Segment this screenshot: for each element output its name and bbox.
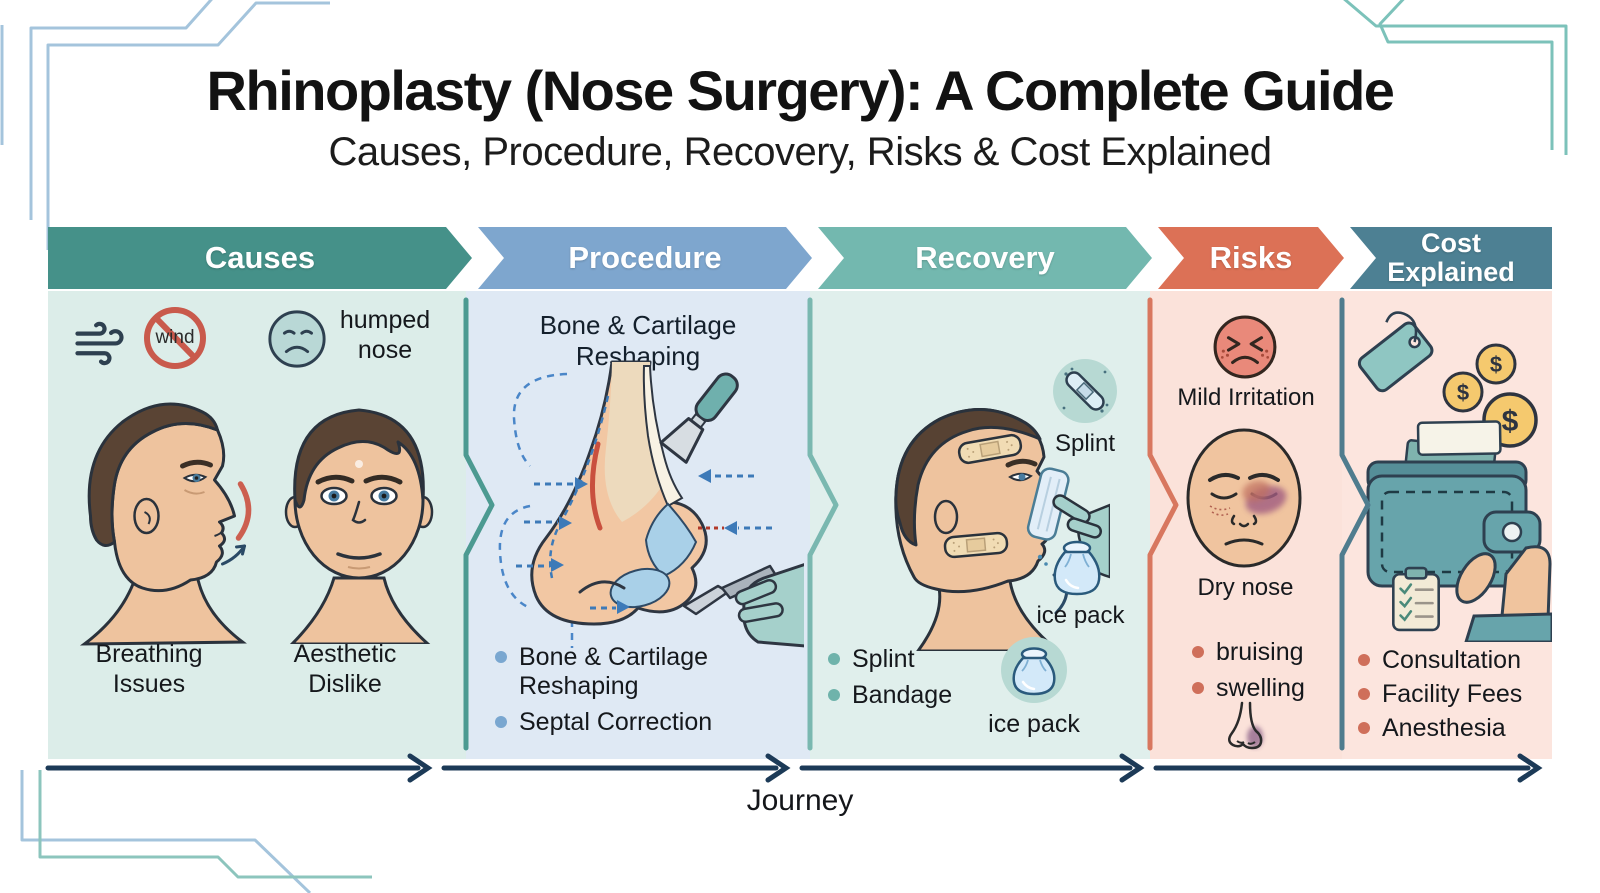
profile-face-illustration [79, 402, 252, 646]
bruised-nose-icon [1228, 701, 1263, 750]
cost-item-3: Anesthesia [1382, 714, 1506, 742]
humped-nose-label: humped nose [339, 306, 431, 364]
cause-aesthetic-label: Aesthetic Dislike [293, 640, 397, 698]
risks-item-1: bruising [1216, 638, 1304, 666]
bullet-dot [1192, 646, 1204, 658]
recovery-bullet-list: Splint Bandage [828, 645, 1008, 710]
price-tag-icon [1357, 311, 1434, 393]
scalpel-hand-icon [682, 563, 804, 648]
irritated-face-icon [1213, 315, 1277, 379]
recovery-patient-illustration [894, 408, 1110, 651]
ice-pack-label-2: ice pack [988, 710, 1080, 738]
bullet-dot [1358, 722, 1370, 734]
bullet-dot [1358, 654, 1370, 666]
coin-dollar-glyph: $ [1457, 380, 1469, 405]
procedure-item-2: Septal Correction [519, 708, 713, 736]
tab-procedure: Procedure [478, 227, 812, 289]
hand-icon [1455, 545, 1552, 642]
list-item: Bandage [828, 681, 1008, 710]
bruised-face-illustration [1186, 428, 1302, 568]
cost-bullet-list: Consultation Facility Fees Anesthesia [1358, 646, 1548, 743]
sad-face-icon [268, 310, 326, 368]
risks-bullet-list: bruising swelling [1192, 638, 1332, 703]
bullet-dot [495, 651, 507, 663]
cost-item-1: Consultation [1382, 646, 1521, 674]
list-item: Splint [828, 645, 1008, 674]
list-item: swelling [1192, 674, 1332, 703]
ice-pack-icon [1053, 540, 1101, 596]
journey-label: Journey [746, 784, 854, 817]
nose-cross-section-illustration [498, 360, 804, 648]
mild-irritation-label: Mild Irritation [1177, 384, 1315, 411]
risks-item-2: swelling [1216, 674, 1305, 702]
coin-dollar-glyph: $ [1490, 352, 1502, 377]
procedure-bullet-list: Bone & Cartilage Reshaping Septal Correc… [495, 643, 755, 737]
recovery-item-2: Bandage [852, 681, 953, 709]
journey-timeline [45, 753, 1543, 783]
splint-label: Splint [1054, 430, 1116, 457]
recovery-item-1: Splint [852, 645, 915, 673]
ice-pack-badge-icon [1001, 637, 1067, 703]
tab-risks: Risks [1158, 227, 1344, 289]
list-item: Anesthesia [1358, 714, 1548, 743]
list-item: Facility Fees [1358, 680, 1548, 709]
list-item: bruising [1192, 638, 1332, 667]
bullet-dot [828, 689, 840, 701]
checklist-clipboard-icon [1392, 566, 1440, 632]
wind-sign-text: wind [155, 327, 195, 348]
front-face-illustration [284, 408, 434, 644]
tab-causes-label: Causes [204, 240, 316, 275]
nose-highlight-arc [235, 481, 252, 541]
bandage-icon [957, 433, 1023, 465]
wallet-with-cash-icon [1366, 420, 1552, 642]
bullet-dot [495, 716, 507, 728]
splint-bandage-badge-icon [1053, 359, 1117, 423]
cause-breathing-label: Breathing Issues [95, 640, 203, 698]
bullet-dot [828, 653, 840, 665]
tab-cost-label: Cost Explained [1387, 227, 1515, 287]
list-item: Bone & Cartilage Reshaping [495, 643, 755, 701]
procedure-item-1: Bone & Cartilage Reshaping [519, 643, 709, 700]
cost-item-2: Facility Fees [1382, 680, 1523, 708]
tab-cost-explained: Cost Explained [1350, 227, 1552, 289]
procedure-diagram-title: Bone & Cartilage Reshaping [539, 310, 737, 372]
tab-recovery-label: Recovery [915, 240, 1055, 275]
no-wind-prohibition-icon [144, 307, 206, 369]
bandage-icon [943, 531, 1009, 559]
ice-pack-label: ice pack [1036, 602, 1125, 629]
page-subtitle: Causes, Procedure, Recovery, Risks & Cos… [328, 130, 1272, 174]
chisel-icon [659, 372, 739, 464]
page-title: Rhinoplasty (Nose Surgery): A Complete G… [206, 59, 1395, 122]
bullet-dot [1358, 688, 1370, 700]
list-item: Consultation [1358, 646, 1548, 675]
list-item: Septal Correction [495, 708, 755, 737]
tab-risks-label: Risks [1209, 240, 1293, 275]
bullet-dot [1192, 682, 1204, 694]
tab-procedure-label: Procedure [568, 240, 722, 275]
tab-causes: Causes [48, 227, 472, 289]
tab-recovery: Recovery [818, 227, 1152, 289]
coin-dollar-glyph: $ [1502, 405, 1519, 438]
wind-icon [75, 321, 124, 366]
osteotomy-line [590, 441, 603, 531]
dry-nose-label: Dry nose [1197, 574, 1294, 601]
